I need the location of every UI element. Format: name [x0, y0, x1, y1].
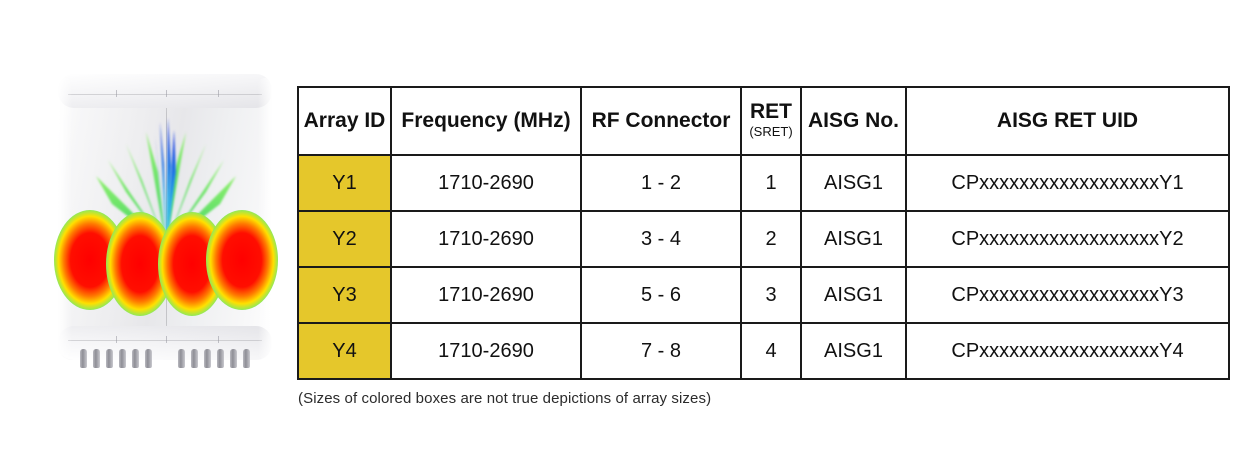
connector-port [145, 349, 152, 368]
cell-ret: 1 [740, 154, 802, 212]
cell-aisg-no: AISG1 [800, 154, 907, 212]
cell-ret: 4 [740, 322, 802, 380]
cell-aisg-ret-uid: CPxxxxxxxxxxxxxxxxxxY2 [905, 210, 1230, 268]
pattern-center-spikes [155, 118, 176, 250]
cell-aisg-ret-uid: CPxxxxxxxxxxxxxxxxxxY1 [905, 154, 1230, 212]
table-row: Y2 1710-2690 3 - 4 2 AISG1 CPxxxxxxxxxxx… [297, 210, 1230, 268]
cell-array-id: Y4 [297, 322, 392, 380]
cell-array-id: Y2 [297, 210, 392, 268]
antenna-product-image [52, 68, 280, 368]
column-header-aisg-no: AISG No. [800, 86, 907, 156]
connector-port [230, 349, 237, 368]
connector-port [132, 349, 139, 368]
cell-frequency: 1710-2690 [390, 210, 582, 268]
column-header-aisg-ret-uid: AISG RET UID [905, 86, 1230, 156]
column-header-frequency: Frequency (MHz) [390, 86, 582, 156]
cell-array-id: Y3 [297, 266, 392, 324]
connector-port [119, 349, 126, 368]
cell-rf-connector: 5 - 6 [580, 266, 742, 324]
cell-array-id: Y1 [297, 154, 392, 212]
column-header-ret-sub: (SRET) [749, 123, 793, 139]
column-header-rf-connector: RF Connector [580, 86, 742, 156]
connector-port [106, 349, 113, 368]
table-row: Y3 1710-2690 5 - 6 3 AISG1 CPxxxxxxxxxxx… [297, 266, 1230, 324]
cell-aisg-no: AISG1 [800, 322, 907, 380]
cell-rf-connector: 1 - 2 [580, 154, 742, 212]
column-header-ret: RET (SRET) [740, 86, 802, 156]
table-row: Y1 1710-2690 1 - 2 1 AISG1 CPxxxxxxxxxxx… [297, 154, 1230, 212]
table-row: Y4 1710-2690 7 - 8 4 AISG1 CPxxxxxxxxxxx… [297, 322, 1230, 380]
cell-frequency: 1710-2690 [390, 154, 582, 212]
cell-aisg-ret-uid: CPxxxxxxxxxxxxxxxxxxY3 [905, 266, 1230, 324]
column-header-ret-main: RET [750, 99, 792, 123]
connector-port [191, 349, 198, 368]
cell-aisg-no: AISG1 [800, 210, 907, 268]
cell-ret: 3 [740, 266, 802, 324]
cell-rf-connector: 3 - 4 [580, 210, 742, 268]
connector-port [80, 349, 87, 368]
connector-port-group-right [178, 349, 250, 368]
connector-port [93, 349, 100, 368]
cell-aisg-ret-uid: CPxxxxxxxxxxxxxxxxxxY4 [905, 322, 1230, 380]
connector-port [243, 349, 250, 368]
cell-aisg-no: AISG1 [800, 266, 907, 324]
connector-port [217, 349, 224, 368]
radiation-pattern-overlay [54, 118, 278, 316]
cell-ret: 2 [740, 210, 802, 268]
pattern-main-lobes [54, 210, 278, 316]
cell-frequency: 1710-2690 [390, 266, 582, 324]
connector-port-group-left [80, 349, 152, 368]
table-header-row: Array ID Frequency (MHz) RF Connector RE… [297, 86, 1230, 156]
cell-frequency: 1710-2690 [390, 322, 582, 380]
table-caption: (Sizes of colored boxes are not true dep… [298, 390, 712, 407]
array-specification-table: Array ID Frequency (MHz) RF Connector RE… [297, 86, 1230, 380]
connector-port [204, 349, 211, 368]
cell-rf-connector: 7 - 8 [580, 322, 742, 380]
column-header-array-id: Array ID [297, 86, 392, 156]
connector-port [178, 349, 185, 368]
radome-top-cap [58, 74, 272, 108]
